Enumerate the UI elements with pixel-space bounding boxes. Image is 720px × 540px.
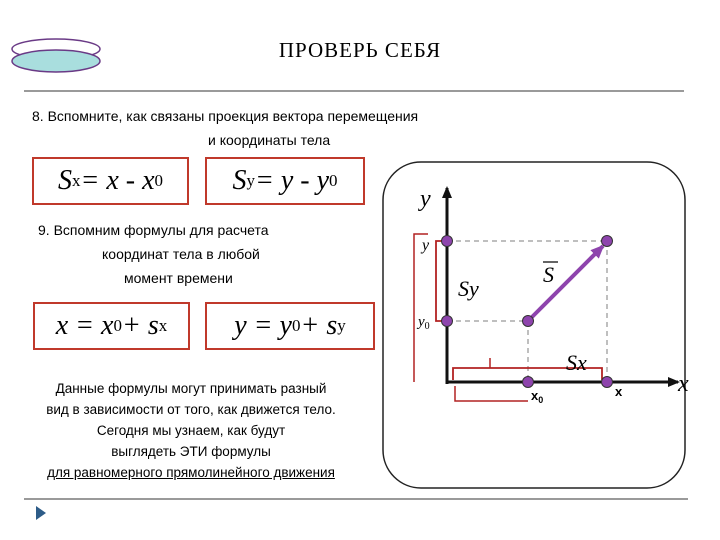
formula-x-mid: + s (121, 310, 159, 341)
dot-y0 (441, 315, 453, 327)
dot-start (522, 315, 534, 327)
formula-sx-main: S (57, 165, 72, 196)
sx-bracket (452, 367, 603, 380)
question-9-line1: 9. Вспомним формулы для расчета (38, 222, 269, 238)
x-axis-label: x (677, 371, 689, 397)
formula-sx-sub: x (71, 171, 81, 190)
next-arrow-icon (36, 506, 46, 520)
y-tick-label: y (420, 237, 430, 254)
formula-sy-rest: = y - y (254, 165, 330, 196)
formula-sx-rest: = x - x (80, 165, 155, 196)
displacement-vector (526, 244, 605, 323)
outer-bracket-bottom (454, 386, 528, 402)
question-9-line2: координат тела в любой (102, 246, 260, 262)
sy-label: Sy (458, 276, 479, 301)
s-label: S (543, 262, 554, 287)
formula-y-lhs: y = y (234, 310, 292, 341)
note-line-2: вид в зависимости от того, как движется … (46, 402, 336, 417)
formula-sx-end-sub: 0 (154, 171, 164, 190)
note-line-1: Данные формулы могут принимать разный (55, 381, 327, 396)
formula-sy-sub: y (246, 171, 255, 190)
note-line-3: Сегодня мы узнаем, как будут (96, 423, 286, 438)
sx-label: Sx (566, 350, 587, 375)
x-tick-label: x (615, 384, 623, 399)
y-axis-label: y (418, 186, 431, 212)
formula-x-lhs: x = x (55, 310, 114, 341)
dot-y (441, 235, 453, 247)
formula-sy-main: S (232, 165, 247, 196)
x0-tick-label: x0 (531, 388, 543, 405)
question-8-line1: 8. Вспомните, как связаны проекция векто… (32, 108, 419, 124)
question-9-line3: момент времени (124, 270, 233, 286)
formula-x-subx: x (158, 316, 168, 335)
note-line-5: для равномерного прямолинейного движения (47, 465, 335, 480)
formula-y-mid: + s (300, 310, 338, 341)
dot-x (601, 376, 613, 388)
formula-x-sub0: 0 (113, 316, 122, 335)
y0-tick-label: y0 (416, 314, 430, 332)
outer-bracket-left (413, 233, 428, 382)
dot-x0 (522, 376, 534, 388)
question-8-line2: и координаты тела (208, 132, 331, 148)
slide-title: ПРОВЕРЬ СЕБЯ (278, 38, 442, 62)
decorative-ovals (11, 38, 101, 73)
note-line-4: выглядеть ЭТИ формулы (111, 444, 271, 459)
formula-y-sub0: 0 (291, 316, 301, 335)
top-divider (24, 90, 684, 92)
dot-end (601, 235, 613, 247)
formula-sy-end-sub: 0 (329, 171, 338, 190)
formulas-note: Данные формулы могут принимать разный ви… (2, 378, 380, 483)
formula-y-suby: y (337, 316, 346, 335)
bottom-divider (24, 498, 688, 500)
